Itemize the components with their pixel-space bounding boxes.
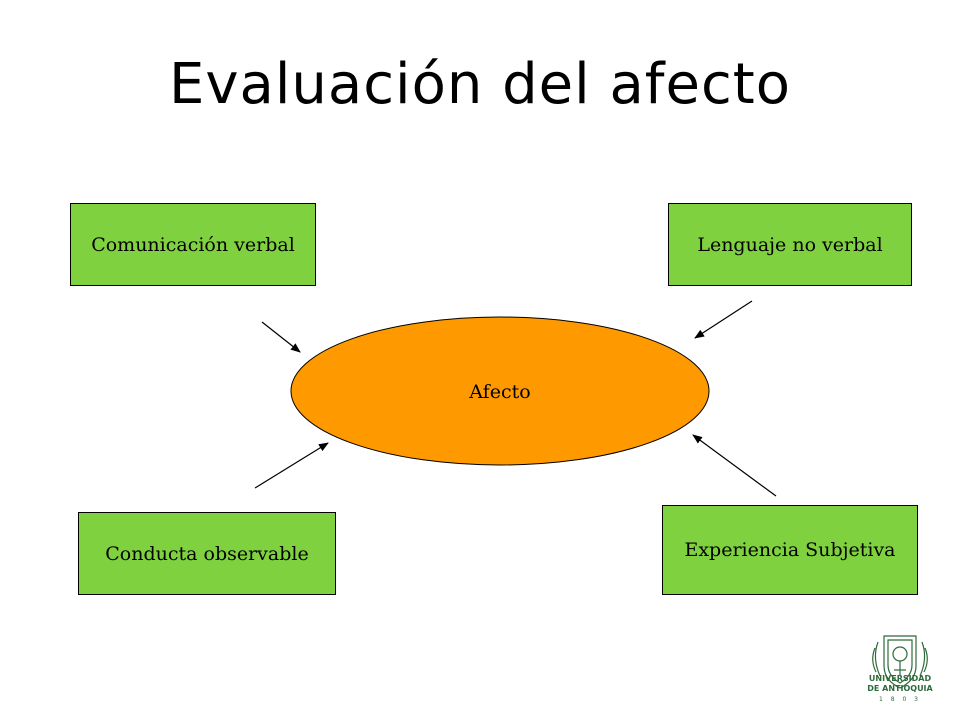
- arrow-top-right: [694, 300, 753, 339]
- logo-text-year: 1 8 0 3: [879, 696, 921, 703]
- university-crest-icon: [872, 635, 928, 689]
- node-observable-behavior: Conducta observable: [78, 512, 336, 595]
- affect-label: Afecto: [469, 381, 531, 403]
- node-nonverbal-language: Lenguaje no verbal: [668, 203, 912, 286]
- logo-text-line1: UNIVERSIDAD: [868, 674, 932, 683]
- node-subjective-experience: Experiencia Subjetiva: [662, 505, 918, 595]
- arrow-bottom-left: [254, 442, 329, 489]
- slide-title: Evaluación del afecto: [169, 52, 791, 117]
- affect-ellipse: [290, 316, 710, 466]
- arrow-top-left: [261, 321, 301, 353]
- node-verbal-communication: Comunicación verbal: [70, 203, 316, 286]
- arrow-bottom-right: [692, 434, 777, 497]
- logo-text-line2: DE ANTIOQUIA: [867, 684, 933, 693]
